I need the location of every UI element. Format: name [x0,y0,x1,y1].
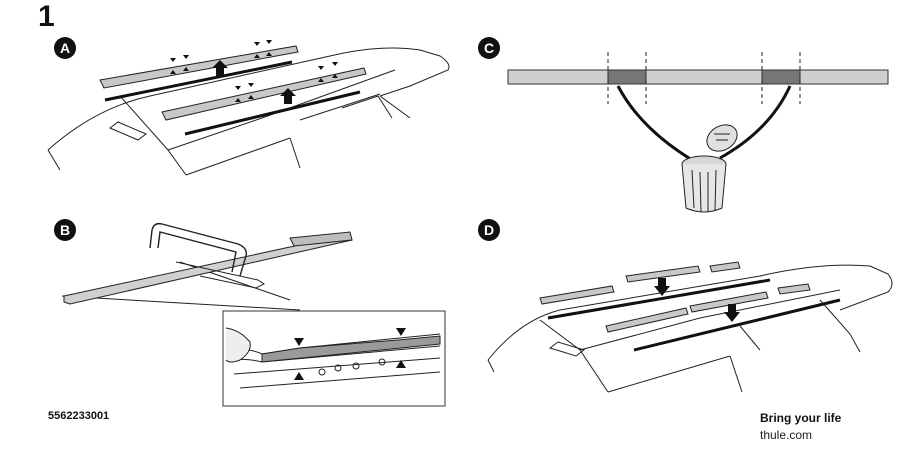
trim-d-6 [777,283,811,295]
up-arrow-a-1 [212,60,228,76]
panel-d-badge: D [478,219,500,241]
trim-d-1 [539,285,615,305]
trim-d-5 [689,291,769,313]
removal-tool [149,222,248,277]
panel-b-badge: B [54,219,76,241]
clip-markers-a [170,40,338,102]
step-number: 1 [38,0,55,33]
down-arrow-d-2 [724,304,740,322]
panel-c-badge: C [478,37,500,59]
brand-website: thule.com [760,428,813,442]
brand-tagline: Bring your life [760,411,842,425]
panel-a-illustration [47,40,450,176]
inset-trim [261,335,441,363]
trim-a-2 [161,67,367,121]
trim-d-2 [625,265,701,283]
panel-d-illustration [487,261,893,393]
trim-d-4 [605,307,689,333]
panel-b-illustration [61,222,353,311]
tape-cut-1 [607,69,647,85]
tape-cut-2 [761,69,801,85]
panel-c-illustration [507,52,889,213]
trash-bin [681,124,738,213]
car-body-outline-a [47,47,450,151]
side-strip-a-right [184,90,361,136]
inset-markers [294,328,406,380]
panel-b-inset [222,310,446,407]
up-arrow-a-2 [280,88,296,104]
side-strip-a-left [104,60,293,102]
down-arrow-d-1 [654,278,670,296]
panel-a-badge: A [54,37,76,59]
tape-strip [507,69,889,85]
side-strip-d-right [633,298,841,352]
part-number: 5562233001 [48,410,110,422]
trim-d-3 [709,261,741,273]
trim-a-1 [99,45,299,89]
side-strip-d-left [547,278,771,320]
